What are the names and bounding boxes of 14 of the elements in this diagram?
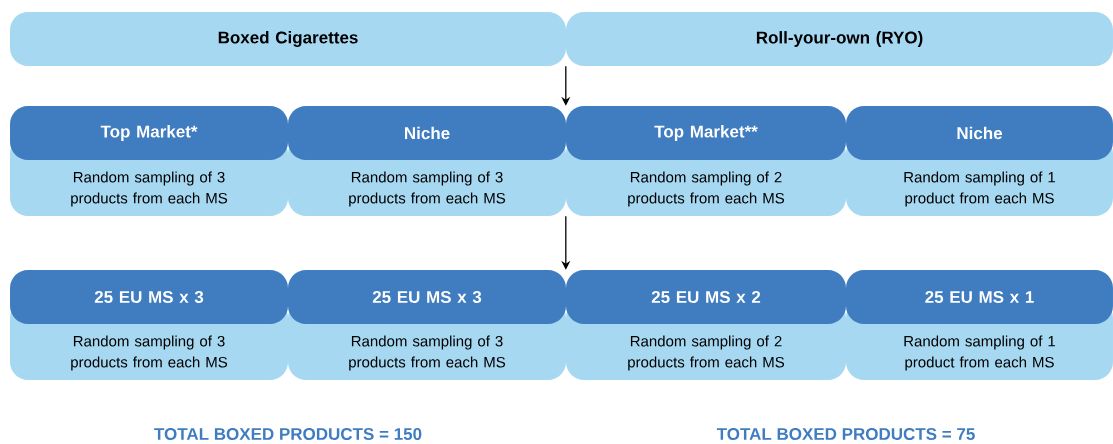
node-label: Boxed Cigarettes	[218, 31, 358, 47]
category-box: 25 EU MS x 3 Random sampling of 3 products from each MS	[288, 270, 566, 380]
category-box: 25 EU MS x 1 Random sampling of 1 product from each MS	[846, 270, 1113, 380]
category-box: 25 EU MS x 3 Random sampling of 3 products from each MS	[10, 270, 288, 380]
total-label: TOTAL BOXED PRODUCTS = 150	[154, 427, 422, 440]
category-box: 25 EU MS x 2 Random sampling of 2 products from each MS	[566, 270, 846, 380]
category-box: Niche Random sampling of 3 products from each MS	[288, 106, 566, 216]
category-box: Top Market** Random sampling of 2 products from each MS	[566, 106, 846, 216]
product-band: Roll-your-own (RYO)	[566, 12, 1113, 66]
product-band: Boxed Cigarettes	[10, 12, 566, 66]
node-label: Roll-your-own (RYO)	[756, 31, 923, 47]
total-label: TOTAL BOXED PRODUCTS = 75	[716, 427, 975, 440]
category-box: Top Market* Random sampling of 3 products from each MS	[10, 106, 288, 216]
category-box: Niche Random sampling of 1 product from each MS	[846, 106, 1113, 216]
